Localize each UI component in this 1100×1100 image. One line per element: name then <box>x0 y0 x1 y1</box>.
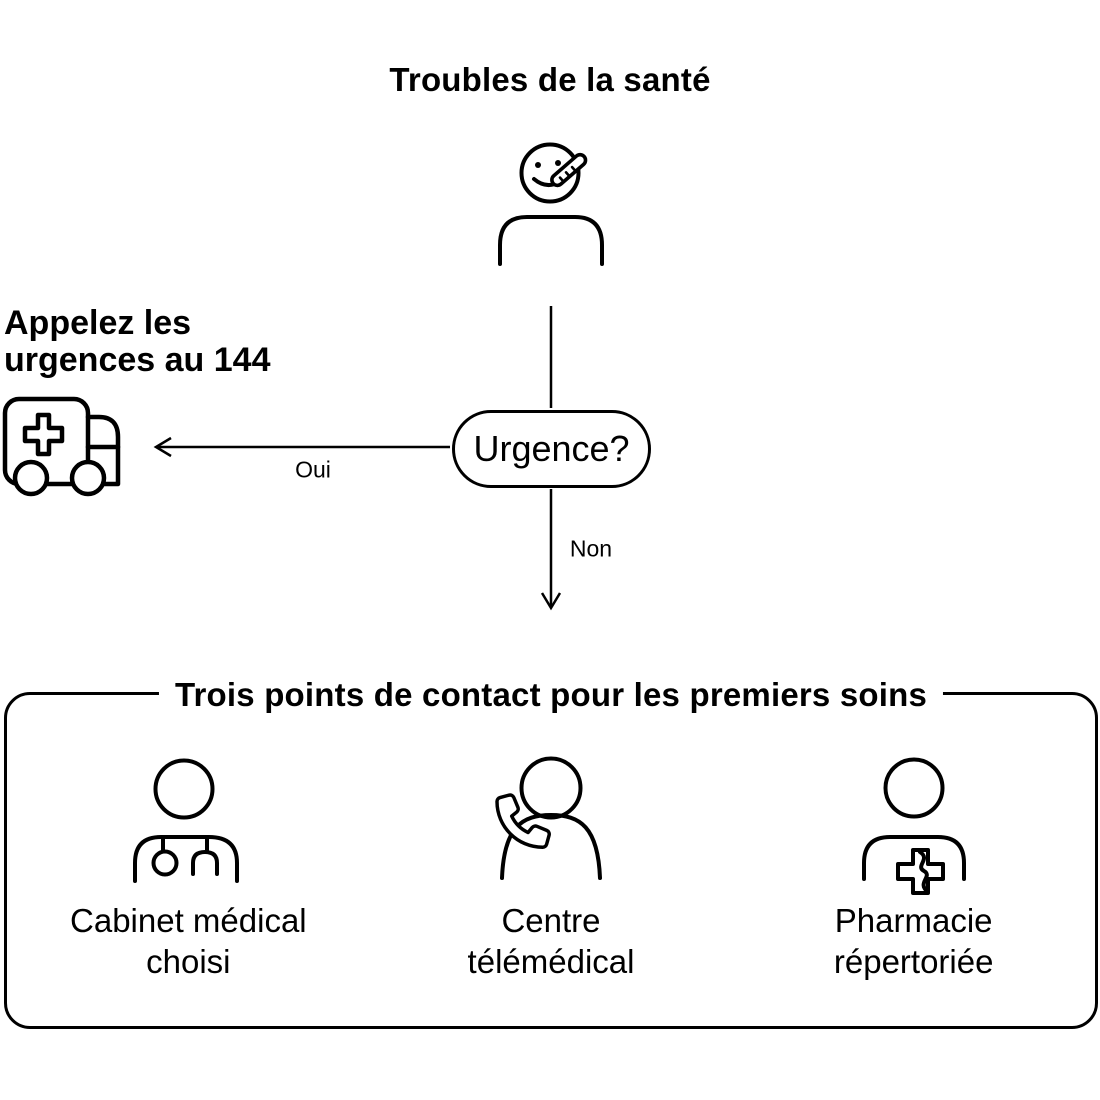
emergency-call-line2: urgences au 144 <box>4 341 271 379</box>
contact-label-line2: télémédical <box>467 943 635 980</box>
contact-item-telemedical: Centre télémédical <box>370 746 733 982</box>
emergency-call-line1: Appelez les <box>4 304 192 342</box>
contact-label: Cabinet médical choisi <box>70 900 307 982</box>
contact-label-line1: Centre <box>501 902 601 939</box>
arrow-non <box>540 489 562 611</box>
decision-label: Urgence? <box>473 428 630 469</box>
telemedicine-icon <box>495 756 602 880</box>
doctor-icon <box>133 758 240 883</box>
pharmacy-icon <box>861 757 966 895</box>
contact-label-line1: Pharmacie <box>834 902 993 939</box>
page-title: Troubles de la santé <box>389 61 711 98</box>
contact-columns: Cabinet médical choisi Centre télémédica… <box>7 746 1095 982</box>
arrow-oui <box>153 436 450 458</box>
ambulance-icon <box>2 396 121 497</box>
contact-label-line2: répertoriée <box>833 943 994 980</box>
edge-label-non: Non <box>569 535 613 562</box>
contact-label: Pharmacie répertoriée <box>834 900 994 982</box>
contact-label-line2: choisi <box>146 943 231 980</box>
contact-label: Centre télémédical <box>468 900 635 982</box>
decision-node: Urgence? <box>452 410 651 488</box>
contact-label-line1: Cabinet médical <box>70 902 307 939</box>
contact-item-pharmacie: Pharmacie répertoriée <box>732 746 1095 982</box>
edge-label-oui: Oui <box>295 456 331 483</box>
contact-box-title: Trois points de contact pour les premier… <box>158 676 944 714</box>
emergency-call-text: Appelez les urgences au 144 <box>4 305 270 379</box>
sick-person-icon <box>498 142 604 266</box>
contact-item-cabinet: Cabinet médical choisi <box>7 746 370 982</box>
contact-box: Trois points de contact pour les premier… <box>4 676 1098 1029</box>
